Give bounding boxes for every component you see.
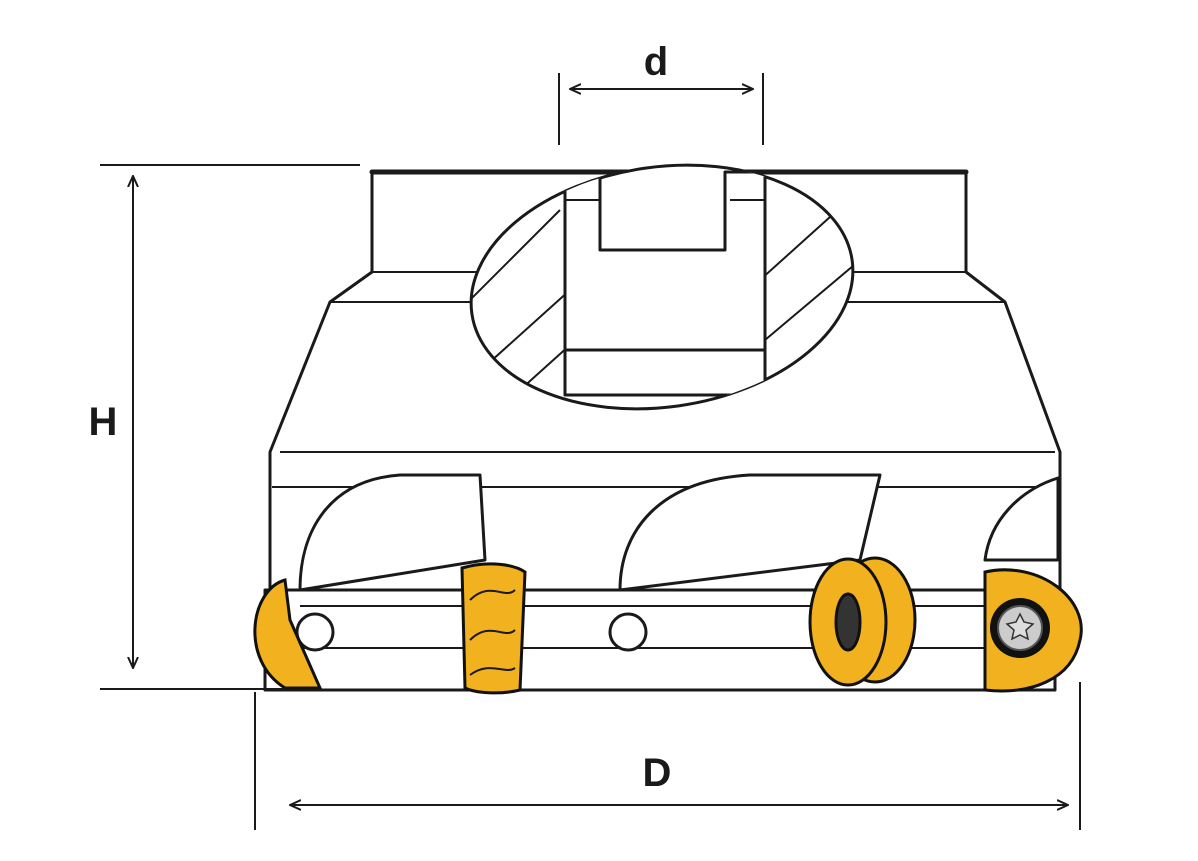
coolant-hole-1 xyxy=(295,612,335,652)
label-D: D xyxy=(643,751,672,795)
screw-icon xyxy=(834,592,862,652)
label-d: d xyxy=(644,40,668,84)
section-cutaway xyxy=(469,163,861,411)
torx-screw-icon xyxy=(1005,612,1035,641)
label-H: H xyxy=(89,400,118,444)
inserts xyxy=(253,556,1083,695)
coolant-hole-2 xyxy=(608,612,648,652)
dimension-H xyxy=(100,164,360,690)
dimension-d xyxy=(558,73,764,145)
insert-2 xyxy=(460,562,527,695)
dimension-D xyxy=(254,682,1081,830)
